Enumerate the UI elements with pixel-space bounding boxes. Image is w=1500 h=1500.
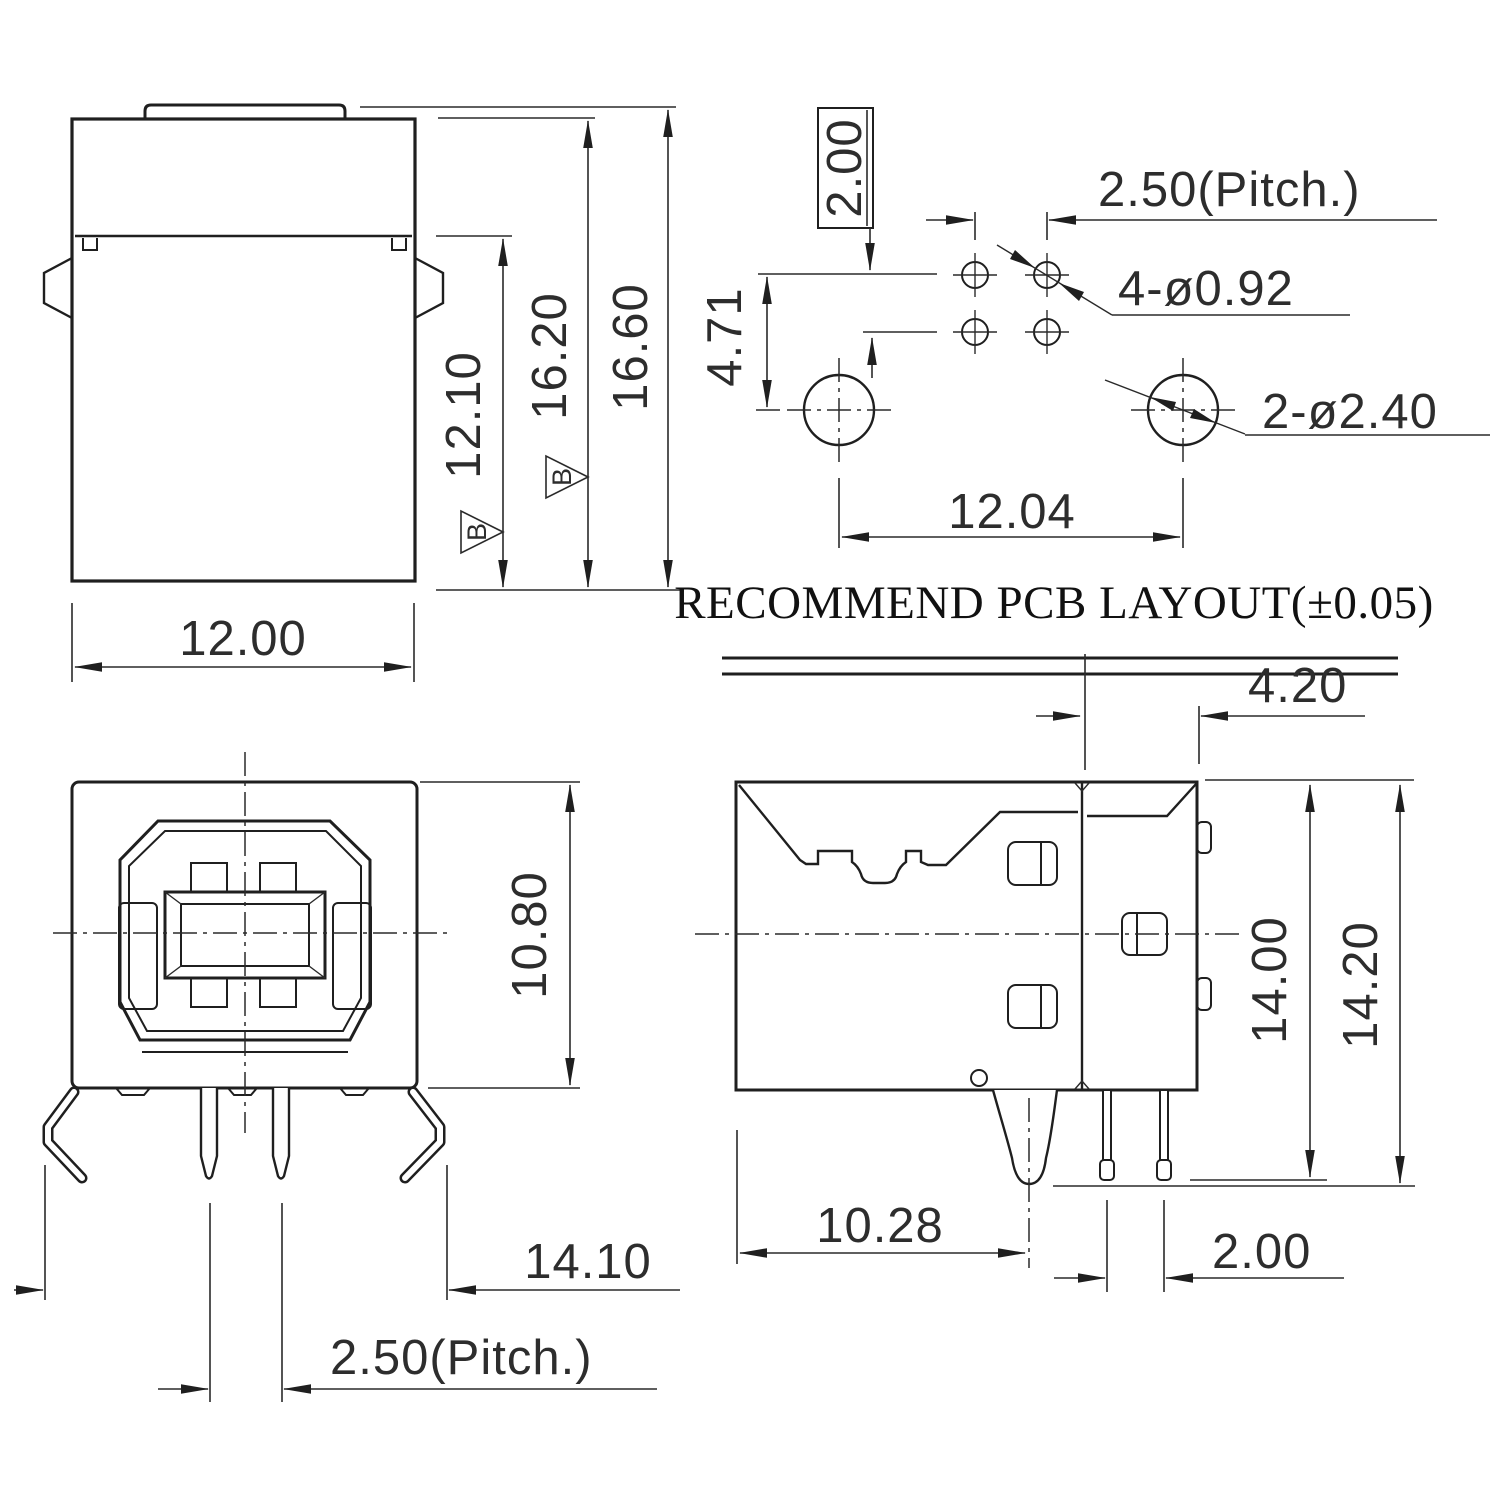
side-slot-right bbox=[332, 902, 372, 1010]
latch-left bbox=[42, 256, 73, 320]
rear-bump bbox=[1196, 977, 1212, 1011]
shell-window bbox=[1007, 841, 1058, 886]
dim-10-28: 10.28 bbox=[816, 1199, 944, 1253]
dim-pitch-top: 2.50(Pitch.) bbox=[1098, 163, 1361, 217]
side-pin-foot bbox=[1156, 1159, 1172, 1181]
shell-windows bbox=[1007, 841, 1168, 1029]
contact-nub bbox=[190, 977, 228, 1008]
view-top-side-outline: 12.00 12.10 16.20 16.60 B B bbox=[42, 103, 680, 682]
mount-clip-left-inner bbox=[45, 1089, 85, 1181]
hole-crosshair bbox=[953, 253, 1069, 354]
latch-right bbox=[414, 256, 445, 320]
side-slot-left bbox=[118, 902, 158, 1010]
finish-triangle-icon bbox=[545, 454, 590, 500]
divider-notch-top bbox=[1074, 782, 1090, 793]
dim-10-80: 10.80 bbox=[503, 871, 557, 999]
shell-crown-cutout bbox=[738, 784, 1078, 885]
leader-arrow bbox=[1059, 283, 1084, 301]
leader-arrow bbox=[1150, 397, 1176, 411]
view-side-section: 4.20 14.00 14.20 10.28 2.00 bbox=[695, 654, 1415, 1292]
finish-triangle-icon bbox=[460, 509, 505, 555]
board-lock-peg bbox=[991, 1089, 1059, 1186]
dim-12-00: 12.00 bbox=[179, 612, 307, 666]
pin-holes bbox=[953, 253, 1069, 354]
dim-14-20: 14.20 bbox=[1334, 921, 1388, 1049]
shell-window bbox=[1007, 984, 1058, 1029]
side-pin bbox=[1159, 1089, 1169, 1163]
hook-right bbox=[391, 238, 407, 251]
dim-pad-2-00: 2.00 bbox=[818, 118, 872, 217]
top-tab-outline bbox=[143, 103, 347, 119]
divider-notch-bottom bbox=[1074, 1079, 1090, 1090]
contact-nub bbox=[190, 862, 228, 893]
housing-chamfer bbox=[1087, 783, 1197, 818]
body-outline bbox=[70, 117, 417, 583]
label-mount-holes: 2-ø2.40 bbox=[1262, 385, 1438, 439]
leader-line bbox=[1104, 379, 1246, 435]
view-pcb-layout: 2.00 4.71 2.50(Pitch.) bbox=[674, 107, 1490, 676]
contact-nub bbox=[259, 977, 297, 1008]
mount-clip-right-inner bbox=[402, 1089, 443, 1181]
dim-4-71: 4.71 bbox=[698, 287, 752, 386]
dim-14-10: 14.10 bbox=[524, 1235, 652, 1289]
dim-16-60: 16.60 bbox=[604, 283, 658, 411]
pcb-layout-title: RECOMMEND PCB LAYOUT(±0.05) bbox=[674, 577, 1434, 629]
front-pin-left bbox=[199, 1088, 219, 1180]
datum-b-2: B bbox=[547, 468, 577, 486]
dim-14-00: 14.00 bbox=[1243, 916, 1297, 1044]
dim-12-10: 12.10 bbox=[437, 351, 491, 479]
front-pin-right bbox=[271, 1088, 291, 1180]
hole-centerlines bbox=[787, 358, 1235, 462]
dim-4-20: 4.20 bbox=[1248, 659, 1347, 713]
side-pins bbox=[1099, 1089, 1172, 1181]
dim-pitch-bottom: 2.50(Pitch.) bbox=[330, 1331, 593, 1385]
dim-12-04: 12.04 bbox=[948, 485, 1076, 539]
side-pin bbox=[1102, 1089, 1112, 1163]
contact-nub bbox=[259, 862, 297, 893]
mount-holes bbox=[787, 358, 1235, 462]
leader-arrow bbox=[1010, 250, 1035, 268]
shell-inner bbox=[128, 830, 362, 1032]
side-body-outline bbox=[734, 780, 1199, 1092]
rear-bump bbox=[1196, 821, 1212, 854]
datum-b-1: B bbox=[462, 523, 492, 541]
tongue-bevels bbox=[164, 891, 326, 979]
bottom-feet bbox=[115, 1087, 370, 1096]
shell-dimple bbox=[970, 1069, 988, 1087]
view-front: 10.80 14.10 2.50(Pitch.) bbox=[14, 752, 680, 1402]
dim-16-20: 16.20 bbox=[523, 292, 577, 420]
dim-pin-pitch-2-00: 2.00 bbox=[1212, 1225, 1311, 1279]
side-pin-foot bbox=[1099, 1159, 1115, 1181]
basic-dim-box bbox=[817, 107, 874, 229]
leader-arrow bbox=[1190, 409, 1216, 423]
label-pin-holes: 4-ø0.92 bbox=[1118, 262, 1294, 316]
hook-left bbox=[82, 238, 98, 251]
